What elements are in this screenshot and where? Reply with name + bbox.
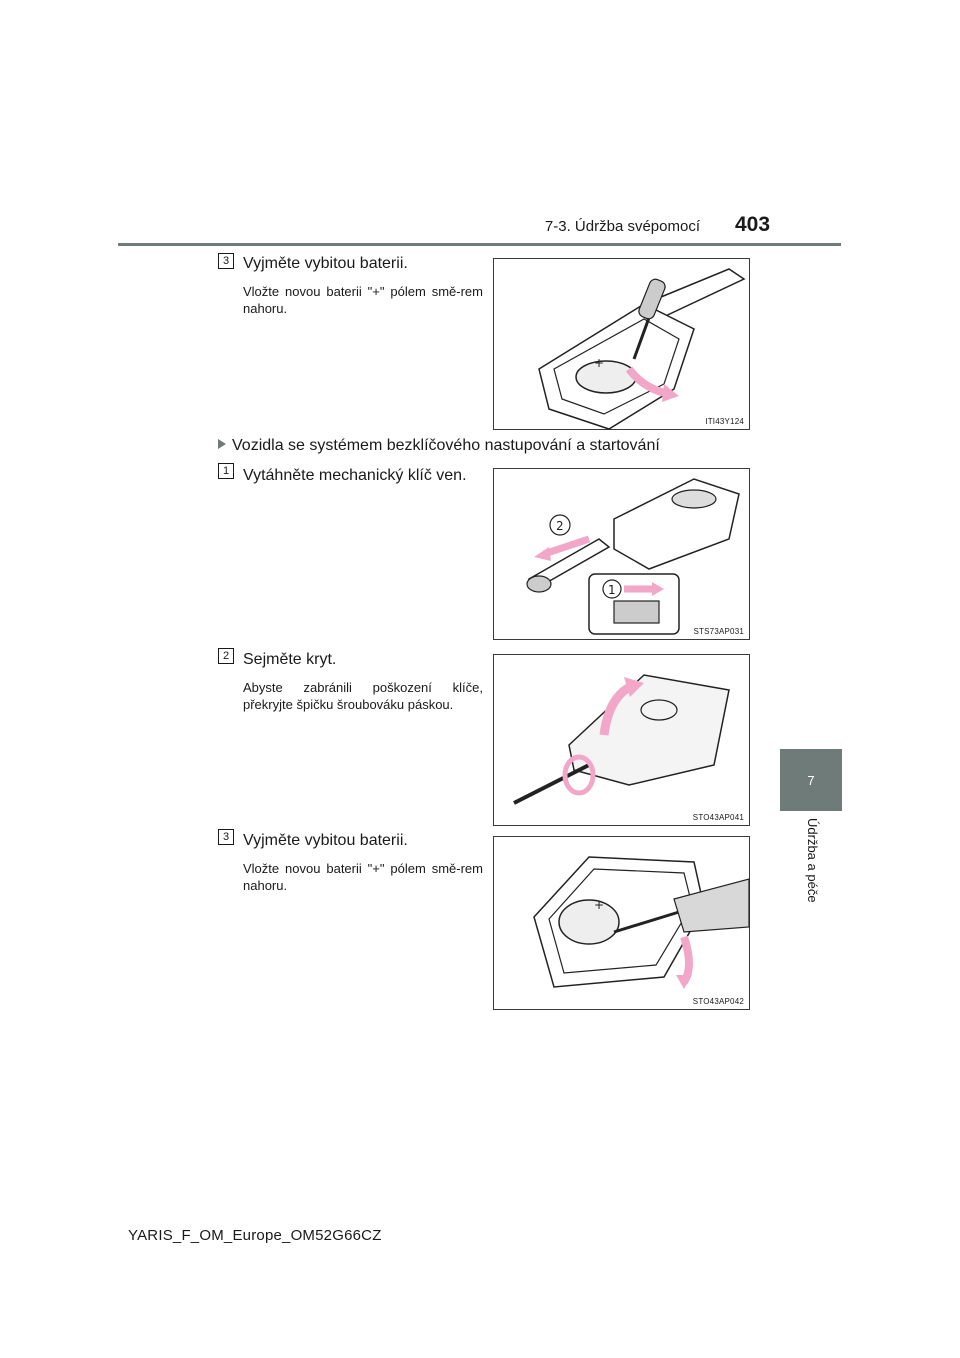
step-number: 1 [218, 463, 234, 479]
document-code: YARIS_F_OM_Europe_OM52G66CZ [128, 1227, 382, 1244]
figure-battery-removal-smart-key: + STO43AP042 [493, 836, 750, 1010]
header-rule [118, 243, 841, 246]
step-number: 3 [218, 253, 234, 269]
page-number: 403 [735, 213, 771, 236]
triangle-bullet-icon [218, 439, 226, 449]
figure-code: STO43AP041 [692, 813, 744, 822]
svg-text:+: + [594, 898, 604, 912]
callout-1: 1 [608, 583, 616, 597]
step-title: Vyjměte vybitou baterii. [243, 255, 408, 272]
figure-key-battery-removal: + ITI43Y124 [493, 258, 750, 430]
chapter-title-text: Údržba a péče [805, 818, 820, 903]
chapter-title: Údržba a péče [782, 818, 842, 928]
mechanical-key-illustration: 2 1 [526, 478, 740, 635]
chapter-tab: 7 [780, 749, 842, 811]
svg-text:+: + [594, 356, 604, 370]
remove-cover-illustration [513, 674, 730, 805]
figure-code: STO43AP042 [692, 997, 744, 1006]
subheading: Vozidla se systémem bezklíčového nastupo… [218, 437, 660, 455]
step-note: Abyste zabránili poškození klíče, překry… [243, 680, 483, 712]
figure-mechanical-key: 2 1 STS73AP031 [493, 468, 750, 640]
figure-remove-cover: STO43AP041 [493, 654, 750, 826]
callout-2: 2 [556, 519, 564, 533]
step-number: 3 [218, 829, 234, 845]
figure-code: ITI43Y124 [705, 417, 744, 426]
key-battery-illustration: + [538, 268, 746, 430]
smart-key-battery-illustration: + [533, 856, 750, 989]
step-title: Vyjměte vybitou baterii. [243, 832, 408, 849]
subheading-text: Vozidla se systémem bezklíčového nastupo… [232, 437, 660, 454]
step-title: Vytáhněte mechanický klíč ven. [243, 467, 467, 484]
section-title: 7-3. Údržba svépomocí [544, 218, 700, 235]
step-note: Vložte novou baterii "+" pólem smě-rem n… [243, 284, 483, 316]
step-note: Vložte novou baterii "+" pólem smě-rem n… [243, 861, 483, 893]
figure-code: STS73AP031 [693, 627, 744, 636]
step-number: 2 [218, 648, 234, 664]
step-title: Sejměte kryt. [243, 651, 337, 668]
